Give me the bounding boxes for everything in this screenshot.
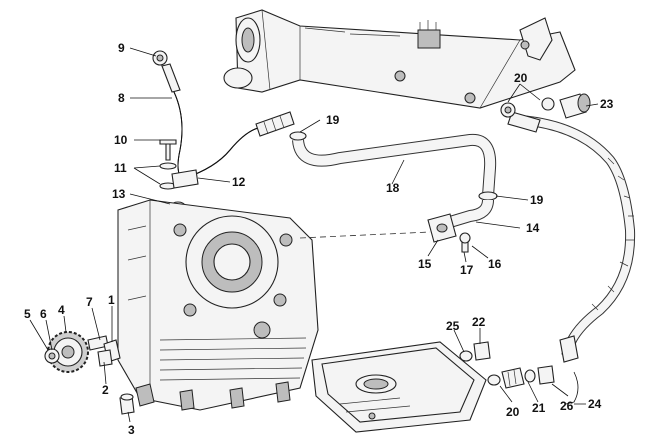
callout-11: 11 [114,161,127,175]
sprocket-assembly [44,331,135,415]
callout-4: 4 [58,303,65,317]
breather-hose-18 [289,131,498,253]
callout-16: 16 [488,257,502,271]
callout-21: 21 [532,401,546,415]
callout-8: 8 [118,91,125,105]
callout-26: 26 [560,399,574,413]
callout-15: 15 [418,257,432,271]
callout-17: 17 [460,263,474,277]
drain-fittings [459,341,555,389]
upper-breather-hose [152,50,295,211]
crankcase [117,199,319,411]
callout-23: 23 [600,97,614,111]
callout-22: 22 [472,315,486,329]
callout-7: 7 [86,295,93,309]
callout-24: 24 [588,397,602,411]
alignment-line [299,231,431,239]
oil-hose-24 [500,93,636,363]
callout-3: 3 [128,423,135,437]
callout-6: 6 [40,307,47,321]
callout-25: 25 [446,319,460,333]
callout-10: 10 [114,133,128,147]
callout-19-lower: 19 [530,193,544,207]
callout-12: 12 [232,175,246,189]
callout-20-upper: 20 [514,71,528,85]
callout-1: 1 [108,293,115,307]
callout-20-lower: 20 [506,405,520,419]
callout-14: 14 [526,221,540,235]
callout-19-upper: 19 [326,113,340,127]
callout-labels: 9 8 10 11 12 13 19 18 19 14 15 17 16 20 … [24,41,614,437]
callout-13: 13 [112,187,126,201]
callout-2: 2 [102,383,109,397]
callout-5: 5 [24,307,31,321]
frame-tube [223,9,576,109]
callout-18: 18 [386,181,400,195]
leader-lines [29,47,599,423]
oil-sump [311,341,487,433]
callout-9: 9 [118,41,125,55]
